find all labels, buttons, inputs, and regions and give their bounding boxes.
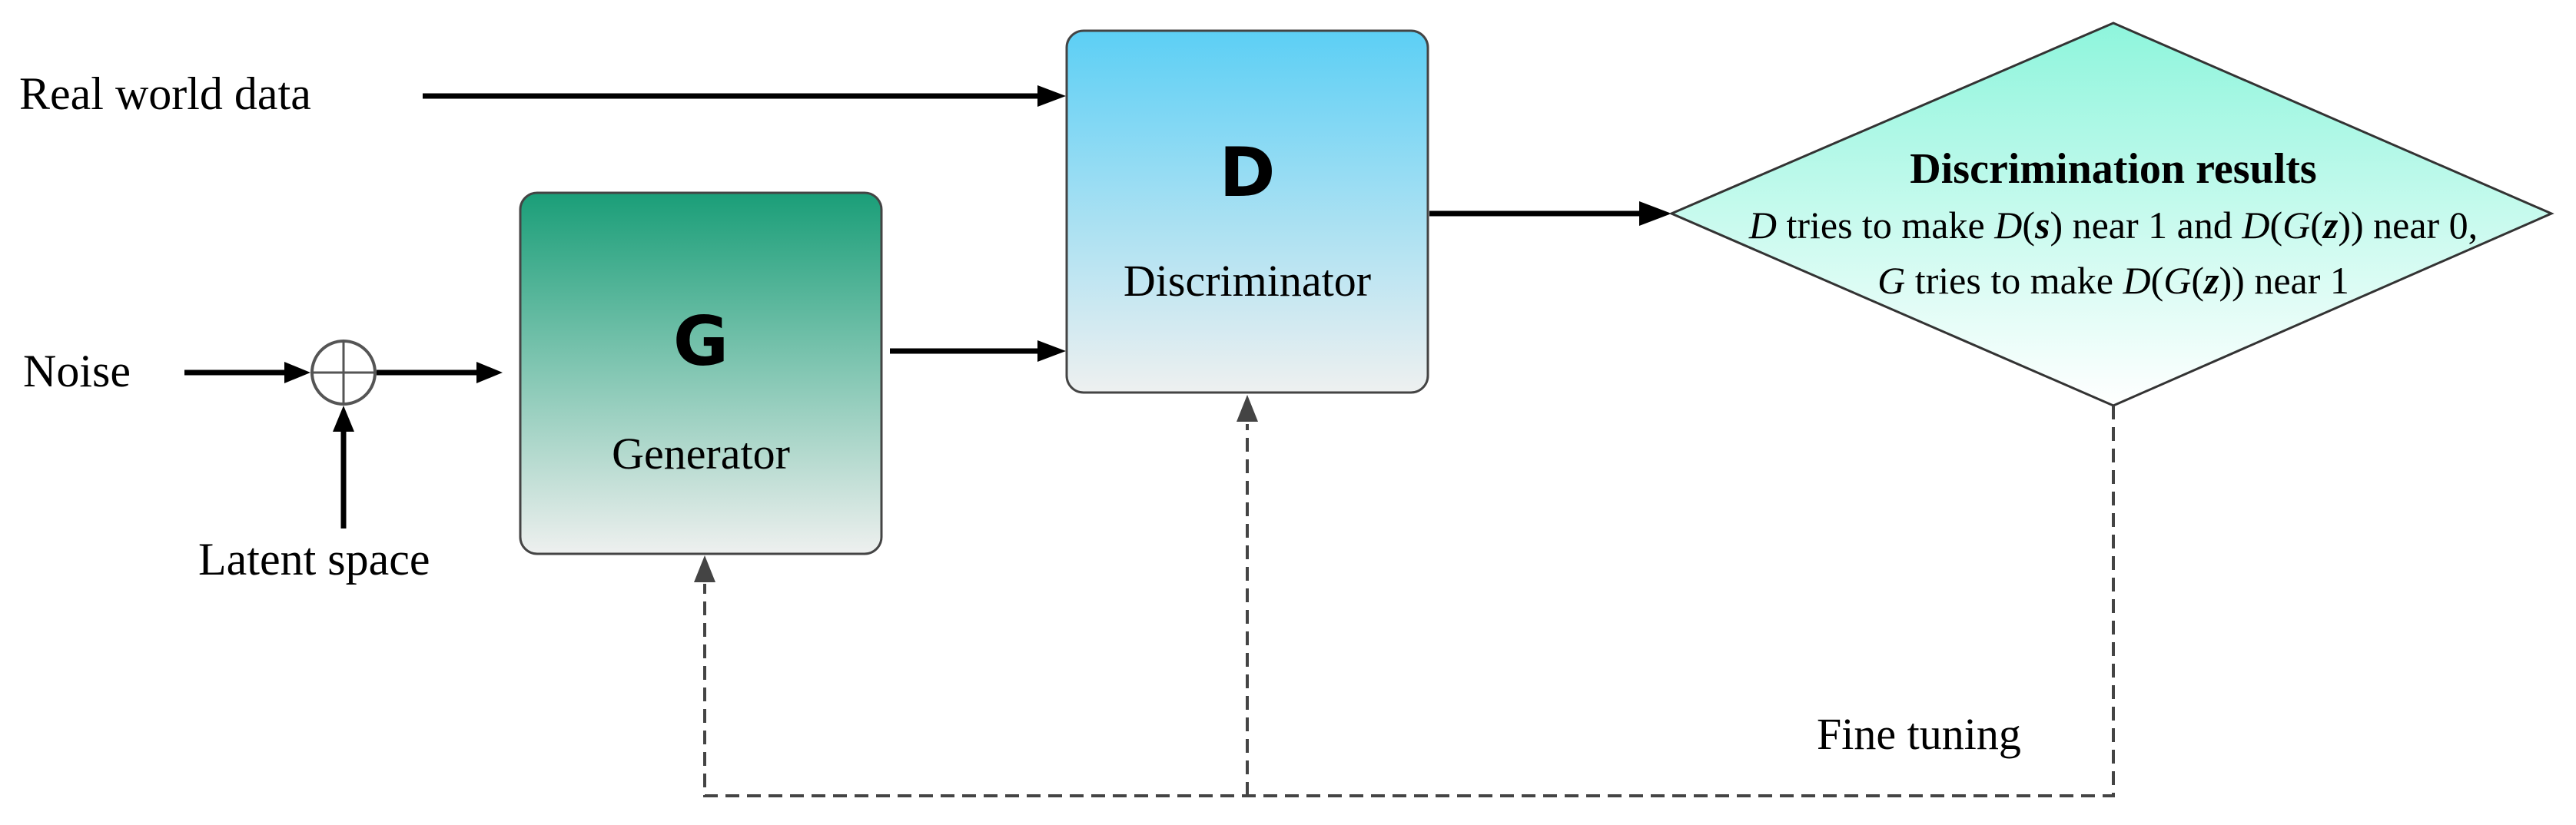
- sum-node-icon: [310, 340, 377, 406]
- results-line-1: D tries to make D(s) near 1 and D(G(z)) …: [1748, 204, 2478, 247]
- generator-letter: G: [673, 302, 729, 381]
- results-title: Discrimination results: [1910, 145, 2316, 193]
- discriminator-block: D Discriminator: [1065, 29, 1429, 394]
- noise-label: Noise: [23, 346, 131, 396]
- generator-block: G Generator: [519, 191, 883, 555]
- arrow-generator-to-discriminator: [890, 340, 1066, 362]
- latent-space-label: Latent space: [198, 534, 430, 585]
- arrow-noise-to-sum: [184, 362, 310, 383]
- fine-tuning-feedback-path: [694, 395, 2115, 797]
- fine-tuning-label: Fine tuning: [1817, 709, 2021, 759]
- results-line-2: G tries to make D(G(z)) near 1: [1877, 259, 2349, 302]
- discriminator-letter: D: [1219, 133, 1275, 212]
- generator-label: Generator: [612, 429, 790, 479]
- arrow-discriminator-to-results: [1429, 201, 1671, 226]
- arrow-latent-to-sum: [333, 406, 354, 528]
- discriminator-label: Discriminator: [1124, 256, 1371, 306]
- discrimination-results-diamond: Discrimination results D tries to make D…: [1668, 22, 2554, 407]
- arrow-sum-to-generator: [377, 362, 503, 383]
- arrow-real-data-to-discriminator: [423, 85, 1066, 107]
- real-world-data-label: Real world data: [19, 68, 311, 119]
